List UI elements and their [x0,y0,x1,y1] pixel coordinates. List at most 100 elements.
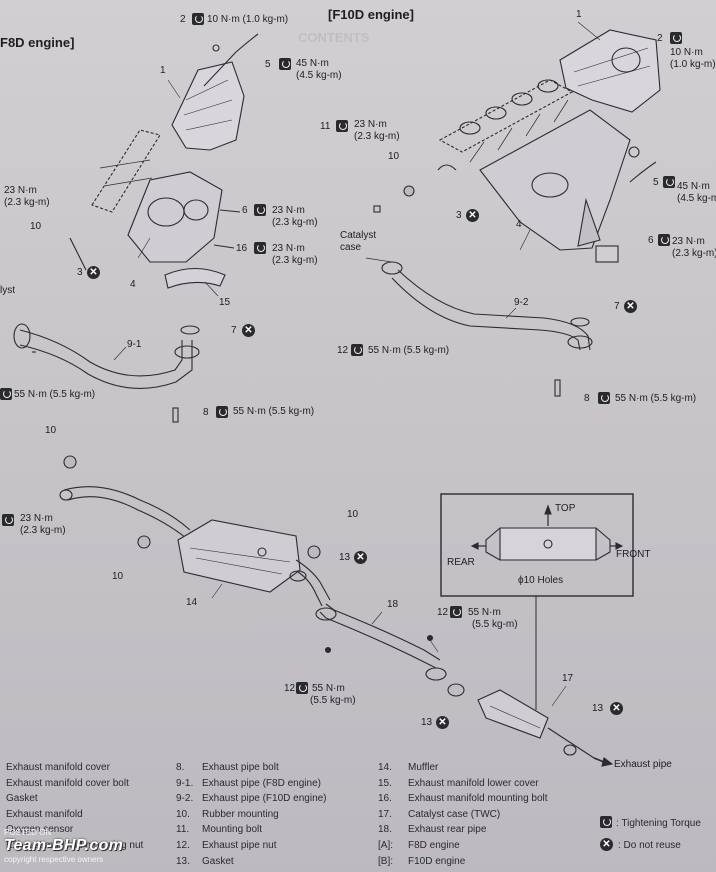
callout: 6 [242,205,248,216]
torque-label: 55 N·m (5.5 kg-m) [368,345,450,356]
torque-icon [296,682,308,694]
callout: 10 [45,425,57,436]
legend-item-number: 18. [378,824,392,836]
f10d-manifold-cover [559,29,661,113]
do-not-reuse-icon: ✕ [242,324,255,337]
legend-item-text: Gasket [202,855,234,867]
torque-label: 55 N·m [468,607,501,618]
do-not-reuse-icon: ✕ [466,209,479,222]
exhaust-rear-pipe [319,603,441,669]
callout: 10 [347,509,359,520]
detail-label-rear: REAR [447,557,475,568]
legend-item-number: 10. [176,808,190,820]
legend-item-text: Rubber mounting [202,808,279,820]
legend-item-number: 14. [378,762,392,773]
legend-item-number: [B]: [378,855,394,867]
callout: 3 [456,210,462,221]
legend-item-text: Gasket [6,793,38,805]
watermark-copyright: copyright respective owners [4,855,104,864]
do-not-reuse-icon: ✕ [436,716,449,729]
legend-item-number: 11. [176,824,190,836]
torque-label: (2.3 kg-m) [354,131,400,142]
legend-key-torque: : Tightening Torque [616,818,701,829]
torque-label: 10 N·m [670,47,703,58]
f8d-manifold [127,171,223,263]
watermark-posted: POSTED ON [4,828,52,837]
callout: 13 [421,717,433,728]
torque-icon [216,406,228,418]
legend-item-number: 17. [378,808,392,820]
legend-item-text: Oxygen sensor [6,824,74,836]
section-title-f10d: [F10D engine] [328,7,414,22]
torque-label: 23 N·m [272,205,305,216]
callout: 2 [180,14,186,25]
legend-item-number: 9-2. [176,793,194,805]
torque-label: (1.0 kg-m) [670,59,716,70]
torque-icon [351,344,363,356]
legend-item-text: F8D engine [408,840,460,851]
f8d-gasket [91,129,161,213]
callout: 3 [77,267,83,278]
exhaust-pipe-label: Exhaust pipe [614,759,672,770]
callout: 4 [130,279,136,290]
callout: 6 [648,235,654,246]
callout: 8 [584,393,590,404]
do-not-reuse-icon: ✕ [600,838,613,851]
legend-item-number: 13. [176,855,190,867]
callout: 10 [112,571,124,582]
legend-item-number: 16. [378,793,392,805]
torque-icon [658,234,670,246]
torque-label: 23 N·m [672,236,705,247]
callout: 11 [320,121,331,132]
torque-icon [336,120,348,132]
torque-label: 55 N·m (5.5 kg-m) [14,389,96,400]
torque-icon [0,388,12,400]
legend-item-text: Exhaust manifold cover [6,762,110,773]
watermark-logo: Team-BHP.com [4,837,124,854]
torque-label: 23 N·m [354,119,387,130]
catalyst-case [477,689,549,739]
torque-label: (5.5 kg-m) [310,695,356,706]
torque-icon [279,58,291,70]
torque-label: (2.3 kg-m) [272,217,318,228]
legend-item-text: Exhaust manifold mounting nut [6,840,144,851]
torque-label: 55 N·m (5.5 kg-m) [233,406,315,417]
exhaust-pipe-9-2 [391,269,591,351]
callout: 9-1 [127,339,142,350]
callout: 2 [657,33,663,44]
callout: 9-2 [514,297,529,308]
torque-icon [598,392,610,404]
torque-icon [192,13,204,25]
callout: 13 [339,552,351,563]
torque-icon [2,514,14,526]
catalyst-case-label: case [340,242,362,253]
callout: 5 [265,59,271,70]
legend-item-number: [A]: [378,840,394,851]
callout: 12 [437,607,449,618]
torque-label: 23 N·m [4,185,37,196]
legend-item-number: 8. [176,762,185,773]
torque-icon [254,204,266,216]
torque-label: 45 N·m [677,181,710,192]
catalyst-case-label: Catalyst [340,230,377,241]
legend-item-text: Exhaust rear pipe [408,824,487,836]
callout: 18 [387,599,399,610]
legend-item-text: Exhaust pipe nut [202,840,277,851]
callout: 17 [562,673,574,684]
callout: 7 [231,325,237,336]
do-not-reuse-icon: ✕ [354,551,367,564]
callout: 4 [516,219,522,230]
torque-label: (2.3 kg-m) [4,197,50,208]
f10d-manifold [479,109,631,251]
legend-item-text: Exhaust manifold lower cover [408,777,539,789]
legend-item-text: F10D engine [408,855,466,867]
do-not-reuse-icon: ✕ [624,300,637,313]
torque-label: 23 N·m [20,513,53,524]
watermark: POSTED ON Team-BHP.com copyright respect… [4,828,123,864]
torque-icon [670,32,682,44]
muffler [177,519,301,593]
callout: 12 [337,345,349,356]
callout: 1 [576,9,582,20]
torque-label: 10 N·m (1.0 kg-m) [207,14,289,25]
